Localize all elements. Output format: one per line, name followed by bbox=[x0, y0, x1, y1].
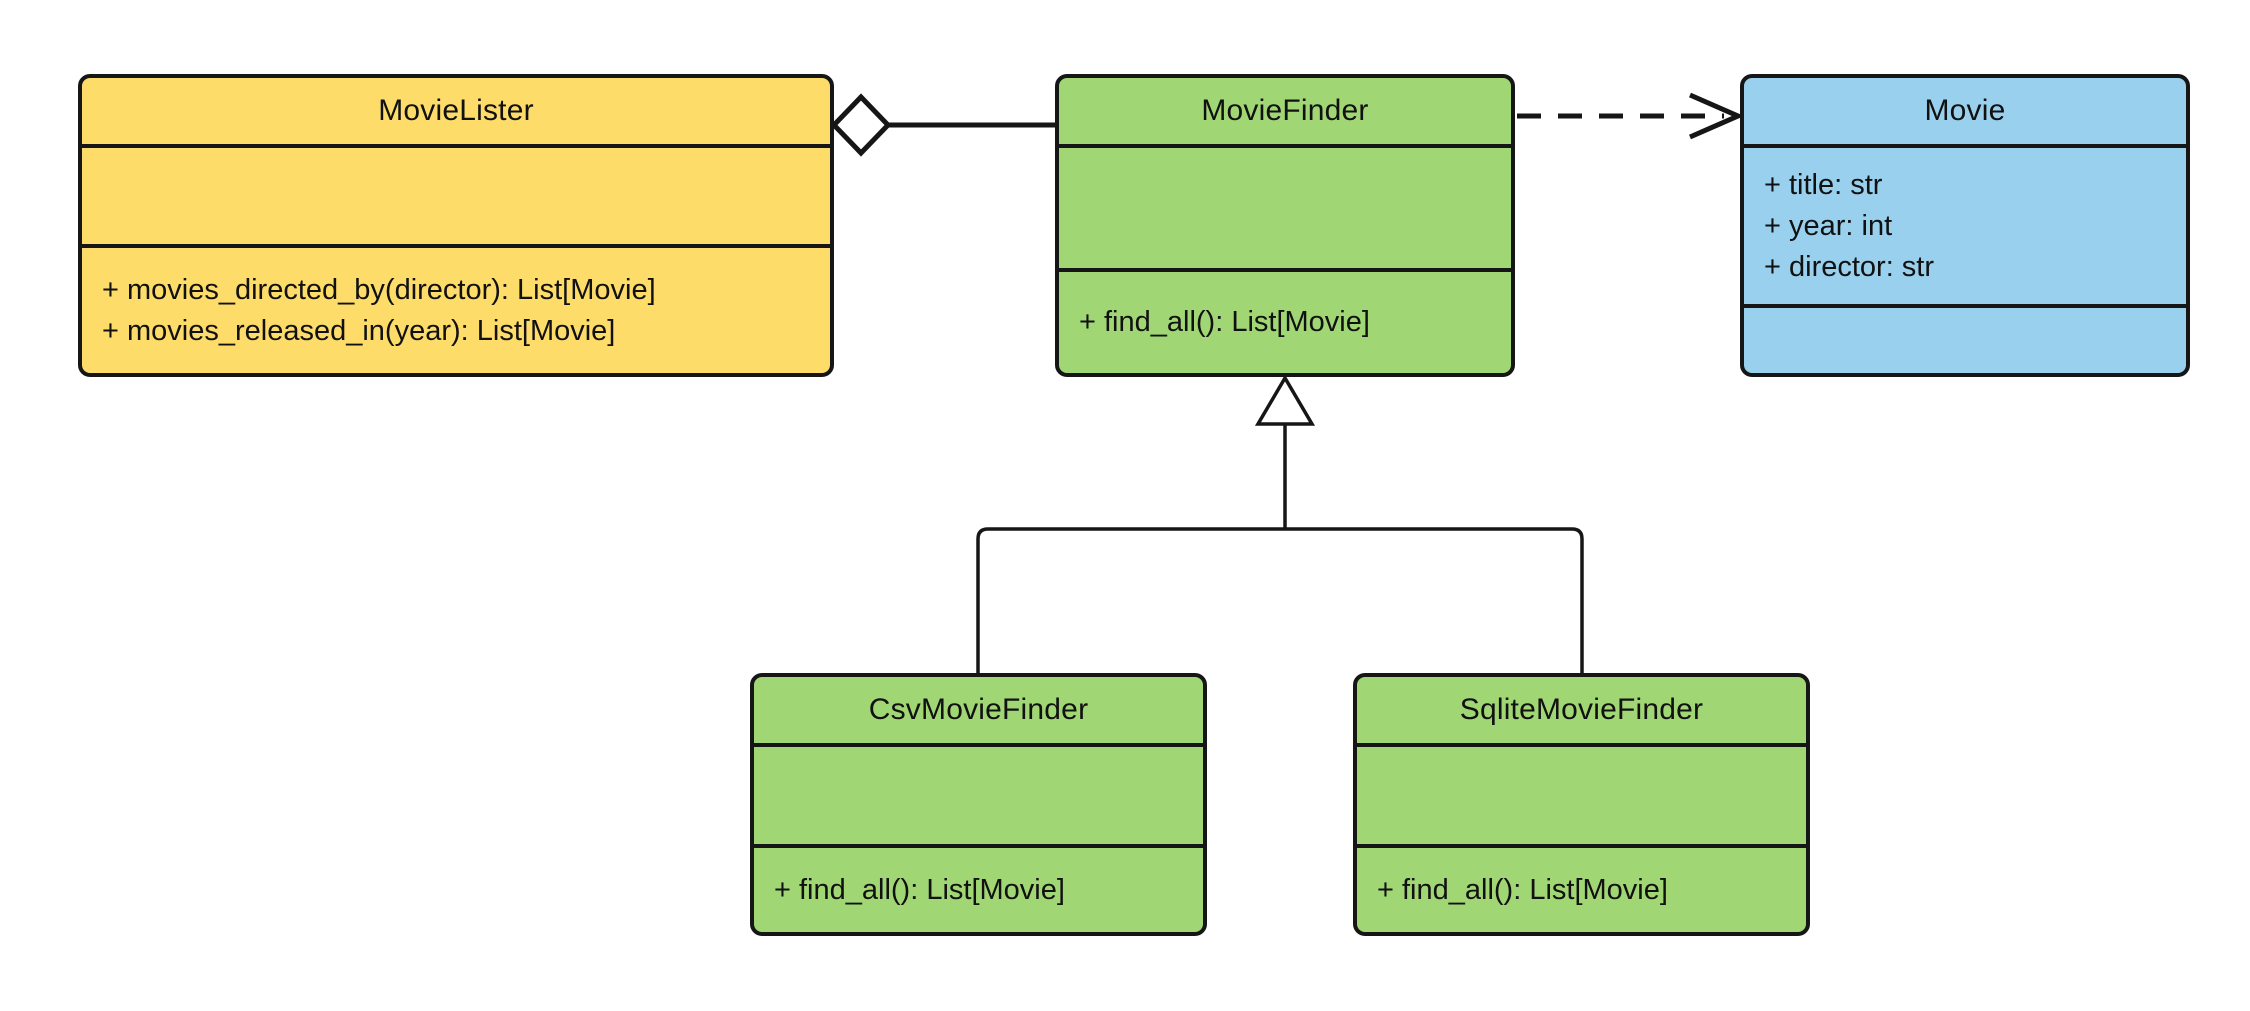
generalization-connector bbox=[976, 374, 1584, 673]
class-box-csvmoviefinder: CsvMovieFinder + find_all(): List[Movie] bbox=[750, 673, 1207, 936]
methods-compartment: + find_all(): List[Movie] bbox=[1357, 844, 1806, 932]
class-name: Movie bbox=[1924, 94, 2006, 127]
methods-compartment: + movies_directed_by(director): List[Mov… bbox=[82, 244, 830, 373]
method: + find_all(): List[Movie] bbox=[1377, 873, 1668, 906]
generalization-branch-line bbox=[976, 527, 1584, 673]
attributes-compartment bbox=[82, 144, 830, 244]
aggregation-diamond-icon bbox=[830, 93, 892, 157]
class-name: CsvMovieFinder bbox=[868, 693, 1089, 726]
method: + find_all(): List[Movie] bbox=[1079, 306, 1370, 338]
class-name: SqliteMovieFinder bbox=[1459, 693, 1704, 726]
method: + find_all(): List[Movie] bbox=[774, 873, 1065, 906]
class-box-movielister: MovieLister + movies_directed_by(directo… bbox=[78, 74, 834, 377]
dependency-arrowhead-icon bbox=[1688, 92, 1745, 140]
dependency-connector bbox=[1517, 92, 1745, 140]
attributes-compartment bbox=[1059, 144, 1511, 268]
class-box-movie: Movie + title: str + year: int + directo… bbox=[1740, 74, 2190, 377]
attribute: + title: str bbox=[1764, 168, 1883, 201]
methods-compartment: + find_all(): List[Movie] bbox=[754, 844, 1203, 932]
attributes-compartment bbox=[754, 743, 1203, 844]
class-box-sqlitemoviefinder: SqliteMovieFinder + find_all(): List[Mov… bbox=[1353, 673, 1810, 936]
aggregation-connector bbox=[830, 93, 1057, 157]
class-box-moviefinder: MovieFinder + find_all(): List[Movie] bbox=[1055, 74, 1515, 377]
methods-compartment: + find_all(): List[Movie] bbox=[1059, 268, 1511, 373]
method: + movies_directed_by(director): List[Mov… bbox=[102, 273, 656, 306]
attributes-compartment: + title: str + year: int + director: str bbox=[1744, 144, 2186, 304]
attribute: + director: str bbox=[1764, 250, 1935, 283]
methods-compartment bbox=[1744, 304, 2186, 373]
class-name: MovieFinder bbox=[1201, 94, 1369, 127]
attribute: + year: int bbox=[1764, 209, 1893, 242]
method: + movies_released_in(year): List[Movie] bbox=[102, 314, 616, 347]
class-name: MovieLister bbox=[378, 94, 534, 127]
generalization-triangle-icon bbox=[1254, 374, 1316, 426]
attributes-compartment bbox=[1357, 743, 1806, 844]
